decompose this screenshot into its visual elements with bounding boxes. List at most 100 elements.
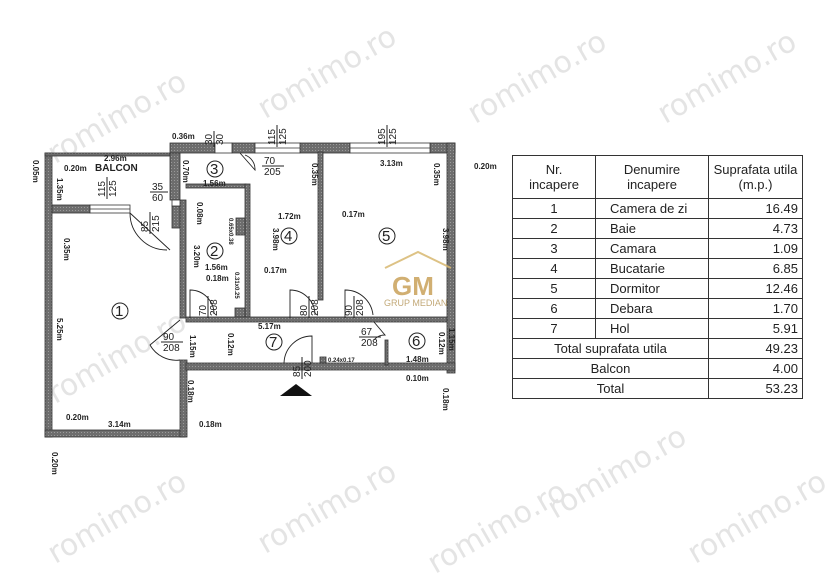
dimension-label: 0.08m: [195, 202, 204, 225]
room-number: 4: [284, 228, 292, 245]
walls: [44, 142, 456, 438]
dimension-label: 0.05m: [31, 160, 40, 183]
dimension-label: 0.18m: [441, 388, 450, 411]
dimension-label: 5.25m: [55, 318, 64, 341]
dimension-label: 1.72m: [278, 212, 301, 221]
dimension-label: 5.17m: [258, 322, 281, 331]
dimension-label: 0.35m: [310, 163, 319, 186]
dimension-label: 3.20m: [192, 245, 201, 268]
svg-text:208: 208: [361, 338, 378, 349]
svg-text:208: 208: [209, 299, 220, 316]
dimension-label: 1.35m: [55, 178, 64, 201]
room-number: 7: [269, 334, 277, 351]
dimension-label: 0.17m: [342, 210, 365, 219]
dimension-label: 0.10m: [406, 374, 429, 383]
dimension-label: 0.20m: [64, 164, 87, 173]
svg-text:70: 70: [264, 156, 276, 167]
svg-text:80: 80: [299, 304, 310, 316]
dimension-label: 3.13m: [380, 159, 403, 168]
dimension-label: 0.70m: [181, 160, 190, 183]
room-number: 1: [115, 303, 123, 320]
svg-text:205: 205: [264, 167, 281, 178]
svg-text:208: 208: [355, 299, 366, 316]
dimension-label: 0.20m: [474, 162, 497, 171]
dimension-label: 3.14m: [108, 420, 131, 429]
grup-median-logo: GM GRUP MEDIAN: [384, 250, 452, 308]
dimension-label: 1.48m: [406, 355, 429, 364]
dimension-label: 0.17m: [264, 266, 287, 275]
svg-text:30: 30: [204, 133, 215, 145]
svg-text:200: 200: [303, 360, 314, 377]
header-area: Suprafata utila(m.p.): [708, 155, 803, 199]
svg-text:208: 208: [163, 343, 180, 354]
svg-text:215: 215: [151, 215, 162, 232]
dimension-label: 2.96m: [104, 154, 127, 163]
svg-text:30: 30: [215, 133, 226, 145]
room-number: 3: [210, 161, 218, 178]
dimension-label: 0.65x0.38: [227, 218, 233, 245]
svg-text:67: 67: [361, 327, 373, 338]
svg-text:115: 115: [267, 129, 278, 145]
svg-text:208: 208: [310, 299, 321, 316]
windows: [89, 142, 431, 214]
dimension-label: 0.18m: [206, 274, 229, 283]
balcony-label: BALCON: [95, 163, 138, 174]
svg-text:125: 125: [108, 180, 119, 197]
dimension-label: 0.36m: [172, 132, 195, 141]
dimension-label: 1.56m: [205, 263, 228, 272]
svg-text:85: 85: [292, 365, 303, 377]
dimension-label: 0.12m: [437, 332, 446, 355]
dimension-label: 1.15m: [188, 335, 197, 358]
room-numbers: [111, 160, 426, 351]
svg-text:70: 70: [198, 304, 209, 316]
dimension-label: 0.35m: [432, 163, 441, 186]
svg-text:115: 115: [97, 181, 108, 197]
svg-text:195: 195: [377, 128, 388, 145]
dimension-label: 0.18m: [199, 420, 222, 429]
svg-text:90: 90: [163, 332, 175, 343]
door-swings: [129, 152, 386, 364]
floor-plan: BALCON 1 2 3 4 5 6 7 0.05m 2.96m 0.20m 1…: [31, 125, 497, 475]
svg-text:35: 35: [152, 182, 164, 193]
dimension-label: 3.98m: [441, 228, 450, 251]
svg-text:90: 90: [344, 304, 355, 316]
room-number: 6: [412, 333, 420, 350]
entrance-arrow-icon: [280, 384, 312, 396]
dimension-label: 0.35m: [62, 238, 71, 261]
dimension-label: 0.20m: [50, 452, 59, 475]
dimension-label: 0.18m: [186, 380, 195, 403]
dimension-label: 0.31x0.25: [233, 272, 239, 299]
header-nr: Nr.incapere: [512, 155, 596, 199]
svg-text:125: 125: [388, 128, 399, 145]
dimension-label: 0.12m: [226, 333, 235, 356]
dimension-label: 1.56m: [203, 179, 226, 188]
dimension-label: 1.15m: [447, 328, 456, 351]
svg-text:60: 60: [152, 193, 164, 204]
room-number: 2: [210, 243, 218, 260]
